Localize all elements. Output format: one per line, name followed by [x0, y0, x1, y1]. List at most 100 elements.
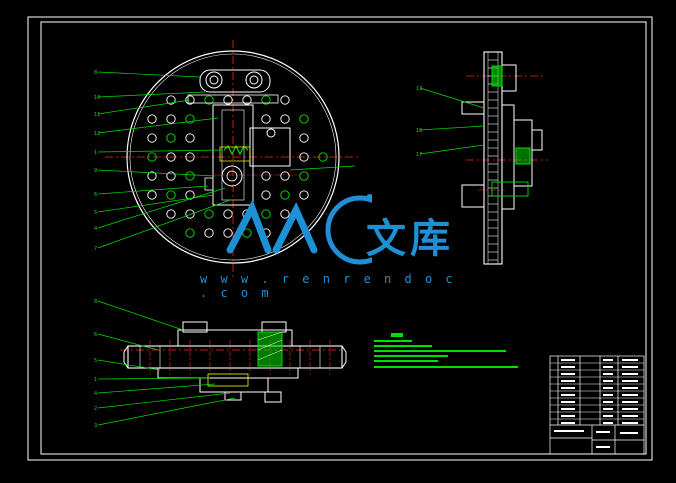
cell-text	[622, 380, 638, 382]
plate-hole	[147, 190, 157, 200]
balloon-label: 6	[94, 192, 97, 198]
title-block	[549, 355, 645, 455]
clamp-block	[249, 127, 291, 167]
plate-hole	[185, 114, 195, 124]
watermark-url: w w w . r e n r e n d o c . c o m	[200, 272, 456, 300]
cell-text	[603, 408, 613, 410]
balloon-label: 5	[94, 210, 97, 216]
cell-text	[622, 415, 638, 417]
plate-hole	[299, 152, 309, 162]
plate-hole	[166, 171, 176, 181]
balloon-label: 13	[416, 86, 422, 92]
hole-grid	[147, 95, 328, 238]
balloon-label: 4	[94, 226, 97, 232]
cell-text	[603, 359, 613, 361]
plate-hole	[166, 114, 176, 124]
balloon-label: 9	[94, 168, 97, 174]
cell-text	[603, 373, 613, 375]
plate-hole	[185, 95, 195, 105]
watermark-cn-text: 文库	[366, 215, 454, 262]
plate-hole	[166, 95, 176, 105]
plate-hole	[223, 95, 233, 105]
cell-text	[561, 359, 575, 361]
cell-text	[596, 446, 610, 448]
cell-text	[622, 373, 638, 375]
cell-text	[622, 408, 638, 410]
cell-text	[622, 401, 638, 403]
cell-text	[603, 394, 613, 396]
plate-hole	[261, 95, 271, 105]
cell-text	[622, 422, 638, 424]
plate-hole	[280, 190, 290, 200]
plate-hole	[242, 95, 252, 105]
cell-text	[561, 408, 575, 410]
plate-hole	[299, 171, 309, 181]
cell-text	[561, 380, 575, 382]
plate-hole	[299, 190, 309, 200]
plate-hole	[185, 171, 195, 181]
cell-text	[561, 422, 575, 424]
spring-element	[223, 144, 249, 156]
cell-text	[622, 387, 638, 389]
plate-hole	[204, 228, 214, 238]
cell-text	[561, 387, 575, 389]
plate-hole	[299, 114, 309, 124]
plate-hole	[318, 152, 328, 162]
balloon-label: 10	[94, 95, 100, 101]
plate-hole	[280, 95, 290, 105]
balloon-label: 6	[94, 332, 97, 338]
top-strap	[199, 69, 271, 93]
cell-text	[554, 430, 584, 432]
balloon-label: 5	[94, 358, 97, 364]
balloon-label: 7	[94, 246, 97, 252]
plate-hole	[223, 209, 233, 219]
technical-notes	[374, 333, 518, 368]
plate-hole	[280, 171, 290, 181]
cell-text	[603, 415, 613, 417]
cell-text	[603, 401, 613, 403]
cell-text	[596, 431, 610, 433]
cell-text	[561, 373, 575, 375]
cell-text	[622, 359, 638, 361]
plate-hole	[147, 171, 157, 181]
cell-text	[561, 394, 575, 396]
cell-text	[622, 366, 638, 368]
section-view: 3 2 4 1 5 6 8	[94, 299, 347, 429]
balloon-label: 3	[94, 423, 97, 429]
cell-text	[603, 387, 613, 389]
balloon-label: 2	[94, 406, 97, 412]
balloon-label: 1	[94, 377, 97, 383]
cell-text	[620, 432, 638, 434]
cell-text	[603, 380, 613, 382]
cell-text	[603, 366, 613, 368]
balloon-label: 8	[94, 70, 97, 76]
plate-hole	[166, 133, 176, 143]
plate-hole	[166, 209, 176, 219]
plate-hole	[280, 209, 290, 219]
watermark-logo	[226, 194, 372, 265]
balloon-label: 1	[94, 150, 97, 156]
plate-hole	[185, 152, 195, 162]
cell-text	[603, 422, 613, 424]
plate-hole	[147, 152, 157, 162]
balloon-label: 11	[94, 112, 100, 118]
plate-hole	[185, 209, 195, 219]
plate-hole	[280, 114, 290, 124]
cell-text	[561, 366, 575, 368]
plate-hole	[223, 228, 233, 238]
plate-hole	[299, 133, 309, 143]
plate-hole	[147, 133, 157, 143]
plate-hole	[261, 171, 271, 181]
plate-hole	[204, 95, 214, 105]
plate-hole	[166, 190, 176, 200]
outer-border	[27, 16, 653, 461]
balloon-label: 4	[94, 391, 97, 397]
plate-hole	[185, 133, 195, 143]
balloon-label: 8	[94, 299, 97, 305]
balloon-label: 16	[416, 128, 422, 134]
cell-text	[622, 394, 638, 396]
inner-border	[40, 21, 647, 455]
